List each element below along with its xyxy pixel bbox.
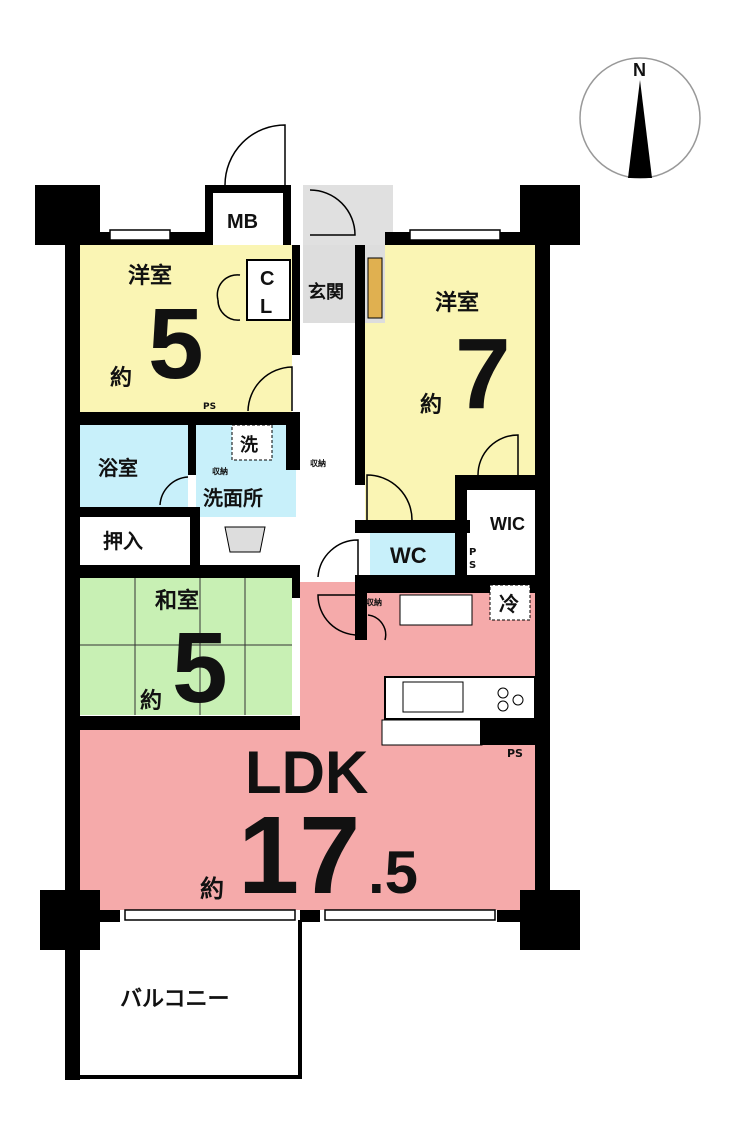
mb-label: MB	[227, 211, 258, 233]
japanese-room	[80, 578, 292, 715]
wc-label: WC	[390, 543, 427, 568]
ps-label: PS	[507, 747, 523, 760]
japanese-name: 和室	[155, 588, 199, 614]
western1-approx: 約	[110, 365, 132, 391]
genkan-name: 玄関	[308, 281, 344, 303]
wic-label: WIC	[490, 514, 525, 534]
western1-name: 洋室	[128, 263, 172, 289]
basin-icon	[224, 526, 266, 553]
storage-label: 収納	[310, 458, 326, 468]
storage-label: 収納	[212, 466, 228, 476]
cl-label-l: L	[260, 296, 272, 318]
sink-icon	[402, 681, 464, 713]
wc-room	[370, 533, 462, 575]
western-room-7	[365, 245, 537, 520]
ldk-size-decimal: .5	[368, 839, 418, 906]
washroom-name: 洗面所	[203, 486, 263, 510]
ps-label: PS	[203, 402, 216, 412]
ldk-size: 17	[238, 794, 360, 917]
cl-label-c: C	[260, 268, 274, 290]
ps-label-s: S	[469, 560, 476, 571]
japanese-approx: 約	[140, 688, 162, 714]
ldk-room	[80, 582, 535, 910]
japanese-size: 5	[172, 612, 228, 724]
ps-label-p: P	[469, 547, 476, 558]
north-arrow-icon	[628, 80, 652, 178]
western2-approx: 約	[420, 392, 442, 418]
balcony-label: バルコニー	[120, 987, 230, 1012]
doors	[159, 124, 519, 641]
shoe-cabinet	[367, 257, 383, 319]
compass: N	[579, 57, 701, 179]
western2-name: 洋室	[435, 290, 479, 316]
fridge-label: 冷	[499, 592, 519, 616]
storage-label: 収納	[366, 597, 382, 607]
ldk-approx: 約	[200, 875, 224, 903]
bath-name: 浴室	[98, 456, 138, 480]
washer-label: 洗	[240, 434, 258, 456]
north-label: N	[633, 60, 646, 80]
ldk-name: LDK	[245, 739, 368, 806]
bathroom	[80, 425, 188, 507]
oshiire-name: 押入	[103, 529, 143, 553]
western1-size: 5	[148, 288, 204, 400]
western2-size: 7	[455, 318, 511, 430]
